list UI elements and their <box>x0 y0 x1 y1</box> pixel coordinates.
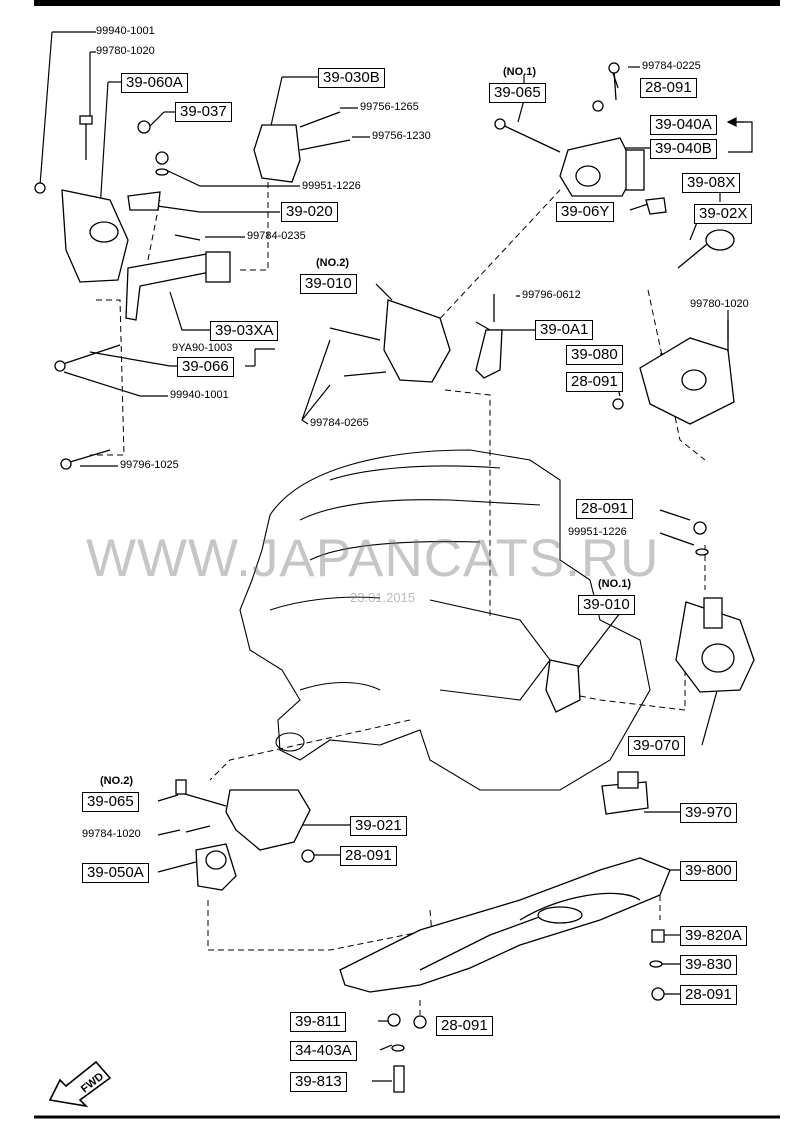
ref-39-813: 39-813 <box>290 1072 347 1092</box>
ref-39-070: 39-070 <box>628 736 685 756</box>
part-99796-0612: 99796-0612 <box>522 289 581 301</box>
part-99784-1020: 99784-1020 <box>82 828 141 840</box>
leader-lines <box>39 31 753 1082</box>
ref-39-06Y: 39-06Y <box>556 202 615 222</box>
ref-39-010-no2: 39-010 <box>300 274 357 294</box>
ref-39-020: 39-020 <box>281 202 338 222</box>
ref-28-091-top: 28-091 <box>640 78 697 98</box>
part-99784-0225: 99784-0225 <box>642 60 701 72</box>
part-9YA90-1003: 9YA90-1003 <box>172 342 233 354</box>
ref-39-080: 39-080 <box>566 345 623 365</box>
ref-39-03XA: 39-03XA <box>210 321 279 341</box>
ref-39-065-no2: 39-065 <box>82 792 139 812</box>
ref-28-091-left: 28-091 <box>340 846 397 866</box>
fwd-arrow-icon <box>48 1060 112 1108</box>
ref-39-820A: 39-820A <box>680 926 747 946</box>
watermark: WWW.JAPANCATS.RU <box>86 529 660 588</box>
part-99756-1230: 99756-1230 <box>372 130 431 142</box>
part-99780-1020-right: 99780-1020 <box>690 298 749 310</box>
part-99780-1020-left: 99780-1020 <box>96 45 155 57</box>
note-no1-mid: (NO.1) <box>598 578 631 590</box>
ref-39-811: 39-811 <box>290 1012 346 1032</box>
ref-39-08X: 39-08X <box>682 173 741 193</box>
part-99796-1025: 99796-1025 <box>120 459 179 471</box>
ref-39-0A1: 39-0A1 <box>535 320 594 340</box>
ref-39-065-no1: 39-065 <box>489 83 546 103</box>
ref-28-091-bottom-right: 28-091 <box>680 985 737 1005</box>
part-99951-1226-left: 99951-1226 <box>302 180 361 192</box>
ref-39-970: 39-970 <box>680 803 737 823</box>
ref-28-091-bottom: 28-091 <box>436 1016 493 1036</box>
note-no2-top: (NO.2) <box>316 257 349 269</box>
part-99784-0235: 99784-0235 <box>247 230 306 242</box>
ref-39-021: 39-021 <box>350 816 407 836</box>
ref-39-037: 39-037 <box>175 102 232 122</box>
components <box>34 62 755 1093</box>
ref-28-091-mid: 28-091 <box>566 372 623 392</box>
part-99940-1001-top: 99940-1001 <box>96 25 155 37</box>
note-no1-top: (NO.1) <box>503 66 536 78</box>
part-99940-1001-left: 99940-1001 <box>170 389 229 401</box>
ref-39-040B: 39-040B <box>650 139 717 159</box>
part-99951-1226-right: 99951-1226 <box>568 526 627 538</box>
ref-39-040A: 39-040A <box>650 115 717 135</box>
ref-34-403A: 34-403A <box>290 1041 357 1061</box>
part-99756-1265: 99756-1265 <box>360 101 419 113</box>
ref-39-800: 39-800 <box>680 861 737 881</box>
ref-39-02X: 39-02X <box>694 204 753 224</box>
ref-28-091-right: 28-091 <box>576 499 633 519</box>
ref-39-066: 39-066 <box>177 357 234 377</box>
ref-39-050A: 39-050A <box>82 863 149 883</box>
part-99784-0265: 99784-0265 <box>310 417 369 429</box>
ref-39-010-no1: 39-010 <box>578 595 635 615</box>
ref-39-030B: 39-030B <box>318 68 385 88</box>
note-no2-bottom: (NO.2) <box>100 775 133 787</box>
watermark-date: 23.01.2015 <box>350 590 416 605</box>
ref-39-830: 39-830 <box>680 955 737 975</box>
ref-39-060A: 39-060A <box>121 73 188 93</box>
